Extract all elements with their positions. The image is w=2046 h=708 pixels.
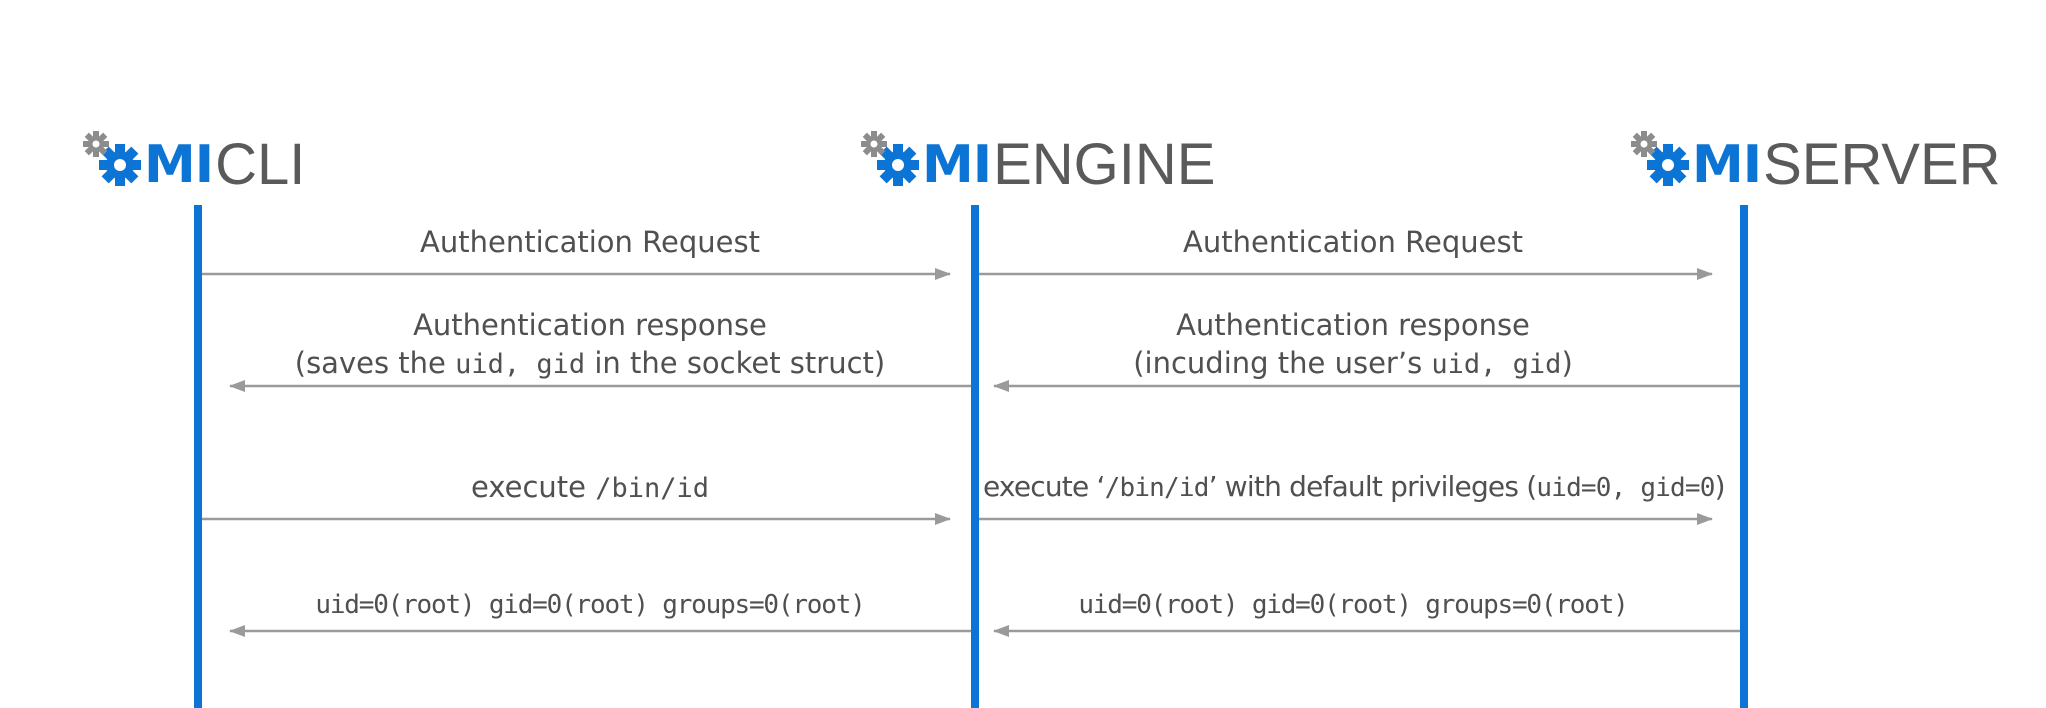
message-label: Authentication response [413,308,767,342]
lifeline-engine [971,205,979,708]
message-label: uid=0(root) gid=0(root) groups=0(root) [1078,590,1628,620]
message-code: uid=0, gid=0 [1536,473,1715,503]
message-text: execute [471,470,596,504]
message-label: Authentication Request [1183,225,1523,259]
participant-name-cli: CLI [215,132,306,197]
message-text: (incuding the user’s [1133,346,1432,380]
message-label: Authentication response [1176,308,1530,342]
gear-icon [83,131,109,157]
brand-mark: MI [1692,135,1762,195]
gear-icon [877,144,919,186]
message-m3: Authentication response (saves the uid, … [240,306,940,384]
brand-mark: MI [144,135,214,195]
message-text: (saves the [294,346,456,380]
gear-icon [1647,144,1689,186]
message-m4: Authentication response (incuding the us… [1003,306,1703,384]
message-label: Authentication Request [420,225,760,259]
participant-name-server: SERVER [1763,132,2001,197]
message-m2: Authentication Request [1153,223,1553,261]
message-label: uid=0(root) gid=0(root) groups=0(root) [315,590,865,620]
lifeline-server [1740,205,1748,708]
message-m7: uid=0(root) gid=0(root) groups=0(root) [270,584,910,624]
message-m1: Authentication Request [390,223,790,261]
participant-name-engine: ENGINE [993,132,1216,197]
message-code: uid, gid [1431,349,1562,380]
message-text: ) [1561,346,1573,380]
lifeline-cli [194,205,202,708]
logo-engine: MI ENGINE [860,130,1215,200]
message-text: in the socket struct) [585,346,886,380]
message-text: execute ‘ [983,470,1105,503]
message-code: uid, gid [455,349,586,380]
brand-mark: MI [922,135,992,195]
message-m8: uid=0(root) gid=0(root) groups=0(root) [1033,584,1673,624]
logo-server: MI SERVER [1630,130,2001,200]
message-m5: execute /bin/id [340,468,840,508]
gear-icon [99,144,141,186]
logo-cli: MI CLI [82,130,305,200]
gear-icon [861,131,887,157]
message-code: /bin/id [1104,473,1210,503]
message-text: ) [1714,470,1726,503]
message-m6: execute ‘/bin/id’ with default privilege… [983,468,1726,507]
message-code: /bin/id [595,473,709,504]
gear-icon [1631,131,1657,157]
message-text: ’ with default privileges ( [1208,470,1538,503]
